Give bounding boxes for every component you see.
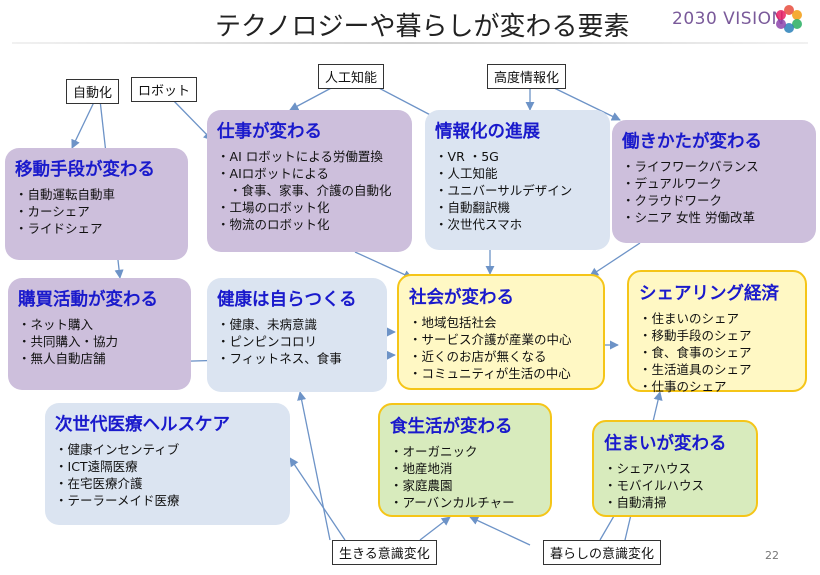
list-item: VR ・5G bbox=[435, 148, 600, 165]
list-item: AIロボットによる bbox=[217, 165, 402, 182]
list-item: AI ロボットによる労働置換 bbox=[217, 148, 402, 165]
list-item: 生活道具のシェア bbox=[639, 361, 795, 378]
list-item: 在宅医療介護 bbox=[55, 475, 280, 492]
list-item: 自動清掃 bbox=[604, 494, 746, 511]
list-item: テーラーメイド医療 bbox=[55, 492, 280, 509]
label-automation: 自動化 bbox=[66, 79, 120, 104]
list-item: 無人自動店舗 bbox=[18, 350, 181, 367]
box-sharing-title: シェアリング経済 bbox=[639, 284, 779, 304]
box-health: 健康は自らつくる 健康、未病意識 ピンピンコロリ フィットネス、食事 bbox=[207, 278, 387, 392]
list-item: ネット購入 bbox=[18, 316, 181, 333]
list-item: 住まいのシェア bbox=[639, 310, 795, 327]
list-item: サービス介護が産業の中心 bbox=[409, 331, 593, 348]
list-item: 健康、未病意識 bbox=[217, 316, 377, 333]
logo-text: 2030 VISION bbox=[672, 9, 785, 29]
list-item: クラウドワーク bbox=[622, 192, 806, 209]
box-work: 仕事が変わる AI ロボットによる労働置換 AIロボットによる 食事、家事、介護… bbox=[207, 110, 412, 252]
list-item: 地域包括社会 bbox=[409, 314, 593, 331]
list-item: 近くのお店が無くなる bbox=[409, 348, 593, 365]
logo-flower-icon bbox=[776, 5, 802, 33]
box-purchase: 購買活動が変わる ネット購入 共同購入・協力 無人自動店舗 bbox=[8, 278, 191, 390]
label-ai: 人工知能 bbox=[318, 64, 385, 89]
list-item: シニア 女性 労働改革 bbox=[622, 209, 806, 226]
label-robot: ロボット bbox=[131, 77, 198, 102]
list-item: ライドシェア bbox=[15, 220, 178, 237]
label-advanced-info: 高度情報化 bbox=[487, 64, 567, 89]
list-item: 共同購入・協力 bbox=[18, 333, 181, 350]
box-society: 社会が変わる 地域包括社会 サービス介護が産業の中心 近くのお店が無くなる コミ… bbox=[397, 274, 605, 390]
list-item: フィットネス、食事 bbox=[217, 350, 377, 367]
box-housing-title: 住まいが変わる bbox=[604, 434, 727, 454]
list-item: 工場のロボット化 bbox=[217, 199, 402, 216]
list-item: シェアハウス bbox=[604, 460, 746, 477]
list-item: モバイルハウス bbox=[604, 477, 746, 494]
list-item: デュアルワーク bbox=[622, 175, 806, 192]
box-workstyle-title: 働きかたが変わる bbox=[622, 132, 762, 152]
list-item: ピンピンコロリ bbox=[217, 333, 377, 350]
box-mobility: 移動手段が変わる 自動運転自動車 カーシェア ライドシェア bbox=[5, 148, 188, 260]
list-item: コミュニティが生活の中心 bbox=[409, 365, 593, 382]
box-society-title: 社会が変わる bbox=[409, 288, 514, 308]
box-medical: 次世代医療ヘルスケア 健康インセンティブ ICT遠隔医療 在宅医療介護 テーラー… bbox=[45, 403, 290, 525]
list-item: 自動運転自動車 bbox=[15, 186, 178, 203]
box-mobility-title: 移動手段が変わる bbox=[15, 160, 155, 180]
list-item: 健康インセンティブ bbox=[55, 441, 280, 458]
list-item: 仕事のシェア bbox=[639, 378, 795, 395]
label-living-consciousness: 暮らしの意識変化 bbox=[543, 540, 662, 565]
box-sharing: シェアリング経済 住まいのシェア 移動手段のシェア 食、食事のシェア 生活道具の… bbox=[627, 270, 807, 395]
box-food: 食生活が変わる オーガニック 地産地消 家庭農園 アーバンカルチャー bbox=[378, 403, 552, 517]
page-title: テクノロジーや暮らしが変わる要素 bbox=[215, 12, 630, 42]
list-item: 移動手段のシェア bbox=[639, 327, 795, 344]
page-number: 22 bbox=[765, 549, 779, 562]
list-item: 食、食事のシェア bbox=[639, 344, 795, 361]
box-informatization: 情報化の進展 VR ・5G 人工知能 ユニバーサルデザイン 自動翻訳機 次世代ス… bbox=[425, 110, 610, 250]
title-divider bbox=[12, 42, 808, 44]
list-item: オーガニック bbox=[390, 443, 540, 460]
list-item: 物流のロボット化 bbox=[217, 216, 402, 233]
box-housing: 住まいが変わる シェアハウス モバイルハウス 自動清掃 bbox=[592, 420, 758, 517]
list-item: 地産地消 bbox=[390, 460, 540, 477]
list-item: 食事、家事、介護の自動化 bbox=[217, 182, 402, 199]
box-informatization-title: 情報化の進展 bbox=[435, 122, 540, 142]
box-workstyle: 働きかたが変わる ライフワークバランス デュアルワーク クラウドワーク シニア … bbox=[612, 120, 816, 243]
box-medical-title: 次世代医療ヘルスケア bbox=[55, 415, 230, 435]
list-item: アーバンカルチャー bbox=[390, 494, 540, 511]
list-item: ICT遠隔医療 bbox=[55, 458, 280, 475]
list-item: 人工知能 bbox=[435, 165, 600, 182]
list-item: カーシェア bbox=[15, 203, 178, 220]
list-item: ユニバーサルデザイン bbox=[435, 182, 600, 199]
box-work-title: 仕事が変わる bbox=[217, 122, 322, 142]
list-item: 次世代スマホ bbox=[435, 216, 600, 233]
box-food-title: 食生活が変わる bbox=[390, 417, 513, 437]
list-item: 自動翻訳機 bbox=[435, 199, 600, 216]
list-item: 家庭農園 bbox=[390, 477, 540, 494]
list-item: ライフワークバランス bbox=[622, 158, 806, 175]
box-health-title: 健康は自らつくる bbox=[217, 290, 357, 310]
box-purchase-title: 購買活動が変わる bbox=[18, 290, 158, 310]
label-life-consciousness: 生きる意識変化 bbox=[332, 540, 437, 565]
